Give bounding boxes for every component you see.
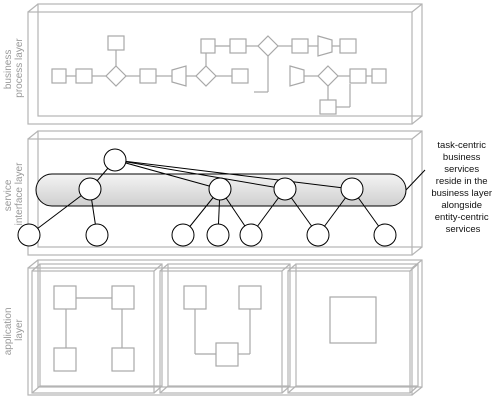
component-box: [111, 285, 135, 310]
process-step: [291, 38, 309, 54]
process-step: [139, 68, 157, 84]
entity-service-node: [171, 223, 195, 247]
entity-service-node: [306, 223, 330, 247]
application-box-back: [167, 263, 291, 387]
application-box-edge: [287, 263, 297, 272]
service-nodes: [17, 148, 397, 247]
business-layer-label: business process layer: [3, 38, 25, 98]
application-box-back: [295, 263, 419, 387]
process-decision: [257, 35, 279, 57]
application-box-edge: [281, 263, 291, 272]
component-box: [183, 285, 207, 310]
application-box-back: [39, 263, 163, 387]
application-box-front: [159, 270, 283, 394]
component-box: [329, 296, 377, 344]
annotation-leader: [405, 169, 426, 191]
annotation-text: task-centric business services reside in…: [431, 140, 494, 235]
process-step: [51, 68, 67, 84]
application-box-edge: [287, 385, 297, 394]
layer-box-edge: [411, 3, 423, 13]
entity-service-node: [373, 223, 397, 247]
process-step: [371, 68, 387, 84]
application-box-front: [287, 270, 411, 394]
process-transform: [289, 65, 305, 87]
application-box-edge: [153, 263, 163, 272]
layer-box-back: [37, 3, 423, 117]
task-service-node: [78, 177, 102, 201]
business-process-flow: [51, 35, 387, 115]
entity-service-node: [85, 223, 109, 247]
entity-service-node: [206, 223, 230, 247]
layer-box-edge: [27, 130, 39, 140]
process-step: [319, 99, 337, 115]
application-box-edge: [31, 263, 41, 272]
task-service-node: [340, 177, 364, 201]
process-decision: [105, 65, 127, 87]
layer-box-front: [27, 267, 413, 396]
process-step: [200, 38, 216, 54]
service-link: [114, 159, 221, 190]
application-box-edge: [281, 385, 291, 394]
application-box-edge: [409, 263, 419, 272]
process-transform: [317, 35, 333, 57]
entity-service-node: [17, 223, 41, 247]
task-service-node: [103, 148, 127, 172]
component-box: [238, 285, 262, 310]
component-box: [215, 342, 239, 367]
layer-box-edge: [411, 130, 423, 140]
task-service-node: [273, 177, 297, 201]
application-box-edge: [159, 263, 169, 272]
process-decision: [195, 65, 217, 87]
service-link: [114, 159, 353, 190]
application-layer: [27, 259, 423, 396]
business-process-layer: [27, 3, 423, 125]
process-step: [349, 68, 367, 84]
service-layer-label: service interface layer: [3, 162, 25, 225]
process-step: [107, 35, 125, 51]
layer-box-edge: [27, 3, 39, 13]
component-box: [111, 347, 135, 372]
process-step: [339, 38, 357, 54]
process-decision: [317, 65, 339, 87]
application-box-edge: [31, 385, 41, 394]
application-box-edge: [409, 385, 419, 394]
process-transform: [171, 65, 187, 87]
layer-box-front: [27, 11, 413, 125]
layer-box-edge: [411, 386, 423, 396]
entity-service-node: [239, 223, 263, 247]
application-box-edge: [153, 385, 163, 394]
application-box-front: [31, 270, 155, 394]
process-step: [229, 38, 247, 54]
component-box: [53, 285, 77, 310]
task-service-node: [208, 177, 232, 201]
layer-box-back: [37, 259, 423, 388]
application-layer-label: application layer: [3, 305, 25, 356]
process-step: [75, 68, 93, 84]
service-link: [114, 159, 286, 190]
layer-box-edge: [411, 246, 423, 256]
process-step: [231, 68, 249, 84]
layer-box-edge: [27, 259, 39, 269]
service-link: [28, 188, 91, 236]
component-box: [53, 347, 77, 372]
application-components: [53, 285, 377, 372]
layer-box-edge: [411, 115, 423, 125]
layer-box-front: [27, 138, 413, 256]
application-box-edge: [159, 385, 169, 394]
